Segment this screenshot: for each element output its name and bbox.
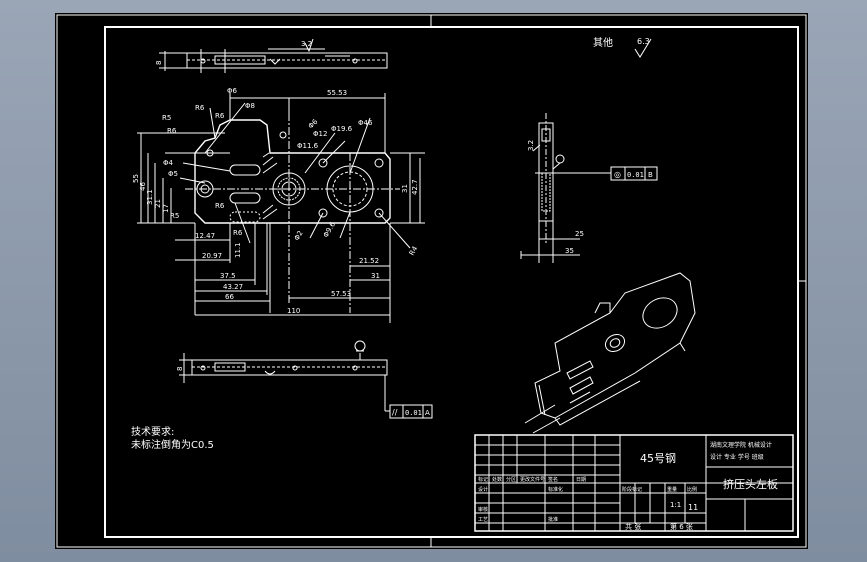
roughness-note: 其他 6.3: [593, 36, 652, 58]
top-dim-roughness: 3.2: [301, 40, 312, 48]
tb-material: 45号钢: [640, 452, 676, 465]
roughness-symbol: [634, 38, 652, 58]
side-view: [520, 113, 658, 263]
bottom-dim-thickness: 8: [176, 367, 184, 371]
tb-label-process: 工艺: [478, 517, 488, 523]
dim-r5-b: R5: [170, 212, 179, 220]
dim-17: 17: [162, 204, 170, 213]
tb-label-design: 设计: [478, 486, 488, 493]
title-block: [474, 434, 794, 532]
tb-label-stage: 阶段标记: [622, 486, 642, 493]
dim-r6-c: R6: [167, 127, 177, 135]
side-dim-35: 35: [565, 247, 574, 255]
dim-r6-b: R6: [215, 112, 225, 120]
side-tol-symbol: ◎: [614, 170, 621, 179]
tb-scale: 1:1: [670, 501, 681, 509]
bottom-tol-value: 0.01: [405, 409, 422, 417]
bottom-tol-datum: A: [425, 409, 430, 417]
dim-55-53: 55.53: [327, 89, 347, 97]
dim-55: 55: [132, 174, 140, 183]
side-tol-value: 0.01: [627, 171, 644, 179]
engineering-drawing: 其他 6.3 8 3.2: [56, 14, 807, 548]
dim-phi46: Φ46: [358, 119, 373, 127]
bottom-tolerance-frame: [389, 404, 433, 419]
side-dim-3-2: 3.2: [527, 140, 535, 151]
dim-phi19-6: Φ19.6: [331, 125, 353, 133]
dim-r6-d: R6: [215, 202, 225, 210]
dim-phi5: Φ5: [168, 170, 178, 178]
tb-part-name: 挤压头左板: [723, 477, 778, 491]
dim-r6-e: R6: [233, 229, 243, 237]
top-view: [159, 38, 388, 73]
dim-r5: R5: [162, 114, 171, 122]
tb-sheet-count: 11: [688, 503, 698, 512]
dim-110: 110: [287, 307, 300, 315]
tb-label-weight: 重量: [667, 486, 677, 493]
dim-12-47: 12.47: [195, 232, 215, 240]
dim-31-bottom: 31: [371, 272, 380, 280]
drawing-sheet: 其他 6.3 8 3.2: [55, 13, 808, 549]
tb-label-zone: 分区: [506, 476, 516, 483]
dim-20-97: 20.97: [202, 252, 222, 260]
front-view-dimensions: Φ6 55.53 R6 R6 R5 R6 Φ8 Φ19.6 Φ12 Φ11.6 …: [132, 87, 420, 315]
notes-line1: 未标注倒角为C0.5: [131, 438, 214, 451]
bottom-tol-symbol: //: [392, 408, 398, 417]
side-tolerance-frame: [610, 166, 658, 181]
dim-21: 21: [154, 199, 162, 208]
dim-37-5: 37.5: [220, 272, 236, 280]
roughness-other-label: 其他: [593, 36, 613, 49]
tb-sheet-no: 第 6 张: [670, 522, 693, 531]
bottom-view: [179, 340, 433, 419]
dim-21-52: 21.52: [359, 257, 379, 265]
dim-11-1: 11.1: [234, 242, 242, 258]
tb-label-scale: 比例: [687, 486, 697, 493]
tb-label-mark: 标记: [478, 476, 488, 483]
dim-phi8: Φ8: [245, 102, 255, 110]
top-dim-thickness: 8: [155, 61, 163, 65]
dim-phi6-b: Φ6: [307, 117, 320, 130]
roughness-value: 6.3: [637, 37, 650, 46]
dim-31-right: 31: [401, 184, 409, 193]
dim-66: 66: [225, 293, 234, 301]
dim-phi4: Φ4: [163, 159, 174, 167]
tb-label-review: 审核: [478, 506, 488, 513]
dim-phi12: Φ12: [313, 130, 327, 138]
tb-label-count: 处数: [492, 476, 502, 483]
drawing-frame: [104, 26, 799, 538]
dim-r6-a: R6: [195, 104, 205, 112]
dim-r4: R4: [408, 244, 420, 257]
dim-42-7: 42.7: [411, 179, 419, 195]
tb-org-line1: 湖南文理学院 机械设计: [710, 441, 772, 449]
tb-label-approve: 批准: [548, 516, 558, 523]
side-dim-25: 25: [575, 230, 584, 238]
dim-43-27: 43.27: [223, 283, 243, 291]
dim-57-53: 57.53: [331, 290, 351, 298]
dim-31-1: 31.1: [146, 189, 154, 205]
front-view: [137, 93, 425, 323]
sheet-outer-border: [56, 14, 807, 548]
isometric-view: [524, 272, 696, 434]
side-tol-datum: B: [648, 171, 653, 179]
tb-org-line2: 设计 专业 学号 班级: [710, 453, 764, 461]
notes-heading: 技术要求:: [131, 425, 174, 438]
tb-label-change-no: 更改文件号: [520, 476, 545, 483]
title-block-text: 标记 处数 分区 更改文件号 签名 日期 设计 标准化 审核 工艺 批准 阶段标…: [478, 441, 778, 531]
dim-46: 46: [139, 182, 147, 191]
tb-sheets-total: 共 张: [625, 522, 641, 531]
tb-label-date: 日期: [576, 477, 586, 483]
tb-label-standard: 标准化: [548, 486, 563, 493]
dim-phi2: Φ2: [293, 229, 305, 242]
dim-phi11-6: Φ11.6: [297, 142, 319, 150]
dim-phi6: Φ6: [227, 87, 238, 95]
tb-label-signature: 签名: [548, 476, 558, 483]
